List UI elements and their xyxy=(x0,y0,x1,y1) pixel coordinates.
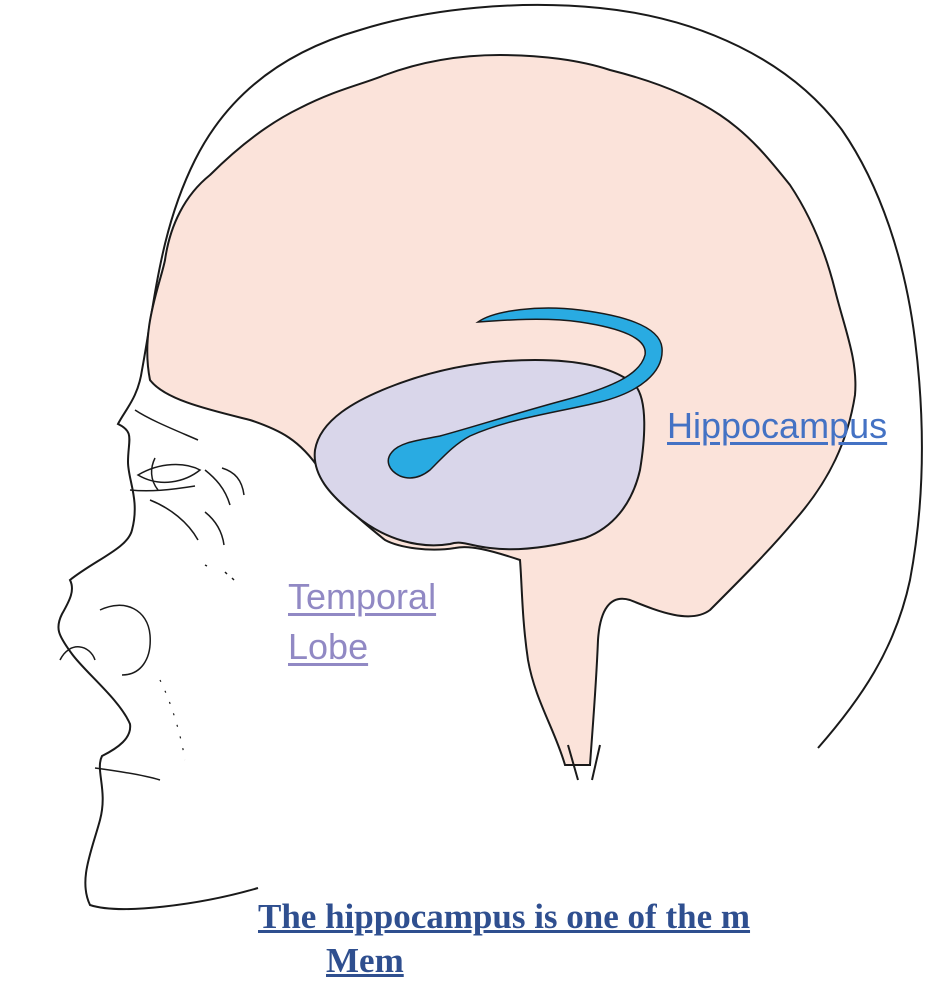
cheek-line-4 xyxy=(205,512,224,545)
lip-line xyxy=(95,768,160,780)
eyebrow-line xyxy=(135,410,198,440)
temporal-lobe-label: Temporal Lobe xyxy=(288,572,436,672)
brain-diagram xyxy=(0,0,935,958)
cheek-line-3 xyxy=(150,500,198,540)
eye-lower-line xyxy=(130,486,195,491)
face-dots xyxy=(205,565,234,580)
temporal-lobe-label-line2: Lobe xyxy=(288,622,436,672)
chin-line xyxy=(160,680,185,760)
eye-shape xyxy=(138,465,200,483)
nose-tip xyxy=(60,647,95,660)
brainstem-right-edge xyxy=(592,745,600,780)
temporal-lobe-label-line1: Temporal xyxy=(288,572,436,622)
caption-text: The hippocampus is one of the m Mem xyxy=(258,895,750,983)
cheek-line-1 xyxy=(205,470,230,505)
caption-line2: Mem xyxy=(258,939,750,983)
cheek-line-2 xyxy=(222,468,244,495)
caption-line1: The hippocampus is one of the m xyxy=(258,895,750,939)
hippocampus-label: Hippocampus xyxy=(667,405,887,447)
eye-pupil xyxy=(152,458,158,490)
ear-outline xyxy=(100,605,150,675)
